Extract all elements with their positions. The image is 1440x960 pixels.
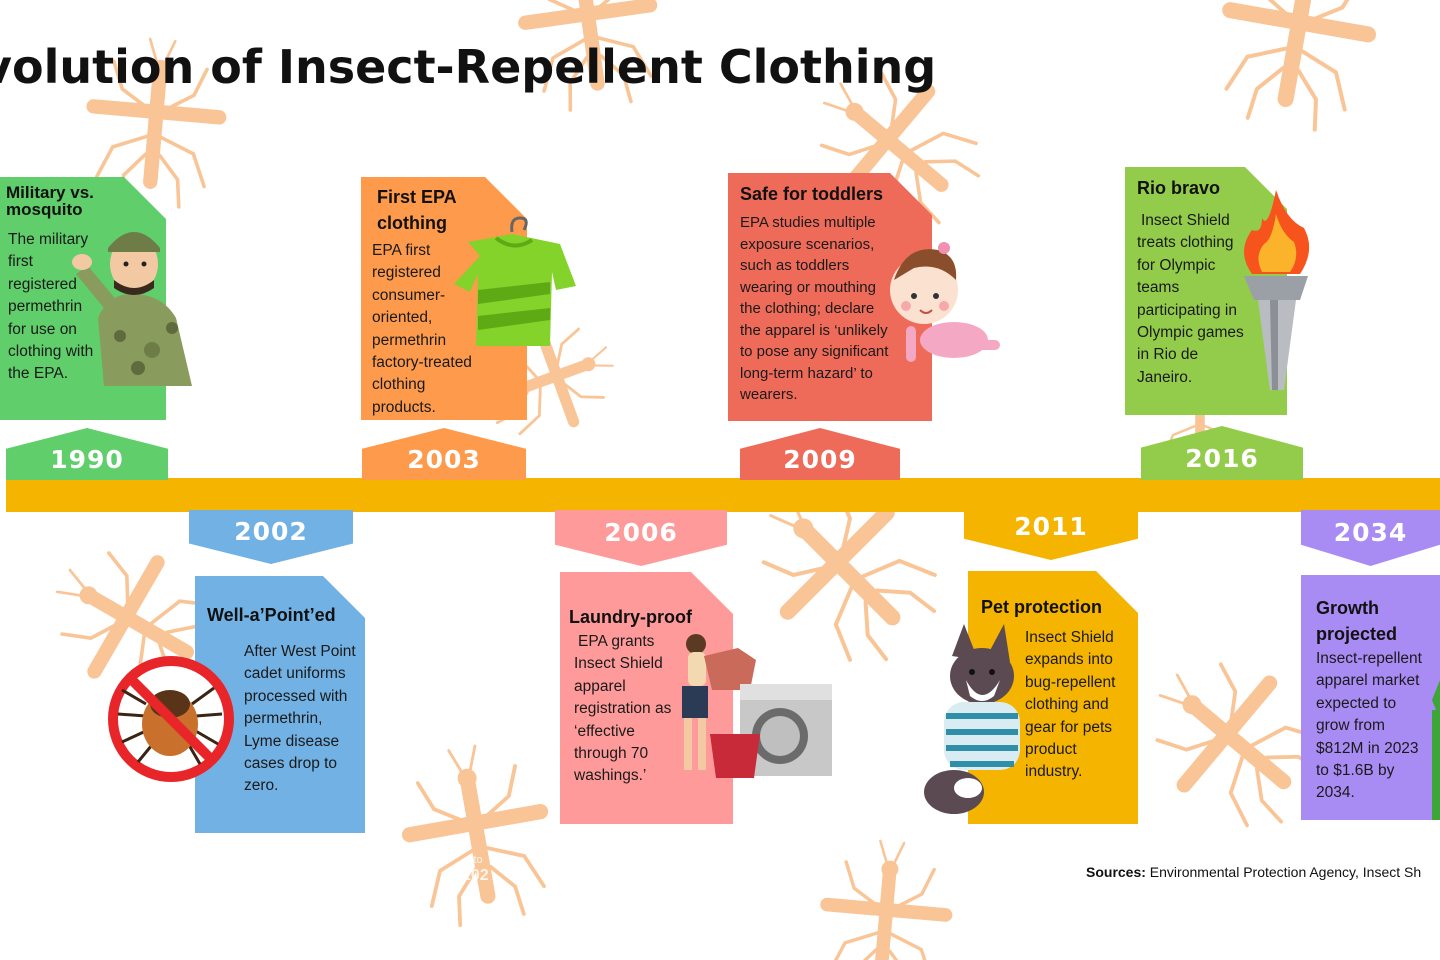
event-description: EPA first registered consumer-oriented, … bbox=[372, 242, 472, 416]
mosquito-icon bbox=[819, 837, 951, 960]
timeline-bar bbox=[6, 478, 1440, 512]
event-title: Laundry-proof bbox=[569, 607, 692, 627]
event-title: Pet protection bbox=[981, 597, 1103, 617]
soldier-icon bbox=[72, 232, 192, 386]
shirt-icon bbox=[454, 216, 576, 346]
event-description: EPA grants Insect Shield apparel registr… bbox=[574, 633, 672, 785]
sources-label: Sources: bbox=[1086, 864, 1146, 880]
sources-text: Environmental Protection Agency, Insect … bbox=[1145, 864, 1422, 880]
growth-arrow-icon bbox=[1432, 680, 1440, 820]
sources-line: Sources: Environmental Protection Agency… bbox=[1086, 864, 1421, 880]
event-title: Safe for toddlers bbox=[740, 184, 884, 204]
toddler-icon bbox=[890, 242, 1000, 362]
event-title: Military vs. mosquito bbox=[6, 183, 94, 219]
event-description: EPA studies multiple exposure scenarios,… bbox=[740, 214, 889, 403]
faint-credit: cto 202 bbox=[462, 852, 489, 884]
faint-credit-line: cto bbox=[468, 854, 483, 866]
event-description: Insect-repellent apparel market expected… bbox=[1316, 650, 1422, 802]
washing-machine-icon bbox=[682, 634, 832, 778]
page-title: volution of Insect-Repellent Clothing bbox=[0, 40, 937, 94]
dog-icon bbox=[924, 624, 1020, 814]
event-description: Insect Shield treats clothing for Olympi… bbox=[1137, 212, 1244, 386]
event-description: Insect Shield expands into bug-repellent… bbox=[1025, 629, 1116, 781]
no-tick-icon bbox=[108, 656, 234, 782]
mosquito-icon bbox=[1212, 0, 1382, 136]
event-description: After West Point cadet uniforms processe… bbox=[244, 643, 356, 795]
event-title: First EPA clothing bbox=[377, 187, 457, 233]
faint-credit-line: 202 bbox=[462, 867, 489, 884]
event-title: Rio bravo bbox=[1137, 178, 1221, 198]
event-title: Well-a’Point’ed bbox=[207, 605, 336, 625]
mosquito-icon bbox=[396, 737, 557, 931]
event-title: Growth projected bbox=[1316, 598, 1398, 644]
event-description: The military first registered permethrin… bbox=[8, 231, 94, 383]
torch-icon bbox=[1244, 190, 1310, 390]
event-card-2034 bbox=[1301, 575, 1440, 820]
